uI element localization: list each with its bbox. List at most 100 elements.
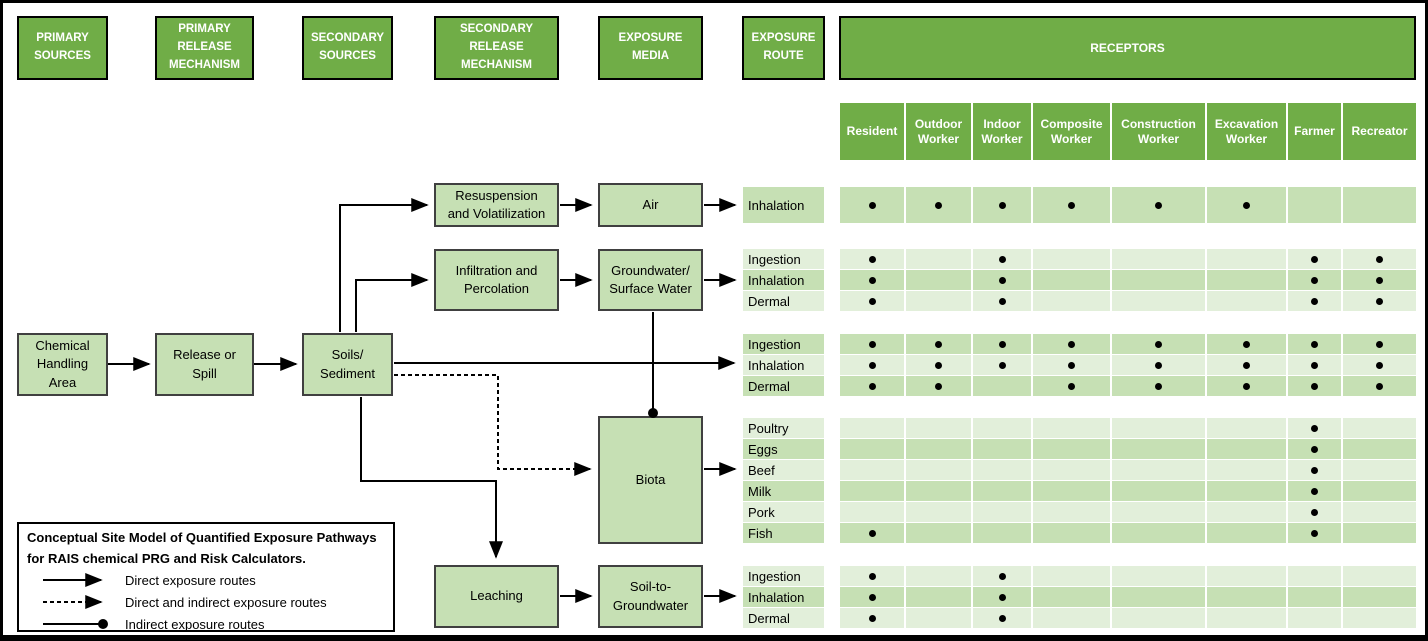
matrix-cell-inhalation-excavation-worker	[1207, 355, 1286, 375]
legend-item-direct-indirect: Direct and indirect exposure routes	[27, 591, 385, 613]
exposure-dot	[1068, 361, 1075, 369]
receptor-header-resident: Resident	[840, 103, 904, 160]
matrix-cell-dermal-composite-worker	[1033, 376, 1110, 396]
matrix-cell-ingestion-construction-worker	[1112, 566, 1205, 586]
matrix-cell-inhalation-outdoor-worker	[906, 587, 971, 607]
matrix-cell-ingestion-composite-worker	[1033, 249, 1110, 269]
exposure-dot	[1311, 340, 1318, 348]
legend-item-direct: Direct exposure routes	[27, 569, 385, 591]
exposure-dot	[1155, 201, 1162, 209]
matrix-cell-inhalation-composite-worker	[1033, 587, 1110, 607]
matrix-cell-pork-recreator	[1343, 502, 1416, 522]
matrix-cell-dermal-indoor-worker	[973, 291, 1031, 311]
receptor-header-construction-worker: Construction Worker	[1112, 103, 1205, 160]
exposure-dot	[1068, 382, 1075, 390]
flowbox-chemical-handling-area: Chemical Handling Area	[17, 333, 108, 396]
legend-box: Conceptual Site Model of Quantified Expo…	[17, 522, 395, 632]
matrix-cell-inhalation-outdoor-worker	[906, 355, 971, 375]
matrix-cell-beef-construction-worker	[1112, 460, 1205, 480]
matrix-cell-dermal-resident	[840, 608, 904, 628]
matrix-cell-dermal-composite-worker	[1033, 291, 1110, 311]
line-dot-icon	[43, 619, 108, 630]
exposure-dot	[998, 572, 1006, 580]
matrix-cell-ingestion-farmer	[1288, 566, 1341, 586]
flowbox-soils-sediment: Soils/ Sediment	[302, 333, 393, 396]
matrix-cell-dermal-construction-worker	[1112, 376, 1205, 396]
matrix-cell-eggs-recreator	[1343, 439, 1416, 459]
matrix-cell-ingestion-indoor-worker	[973, 334, 1031, 354]
exposure-dot	[998, 340, 1006, 348]
exposure-dot	[935, 340, 942, 348]
exposure-dot	[998, 361, 1006, 369]
exposure-dot	[1311, 276, 1318, 284]
matrix-cell-inhalation-resident	[840, 355, 904, 375]
matrix-cell-milk-composite-worker	[1033, 481, 1110, 501]
exposure-dot	[868, 614, 876, 622]
exposure-dot	[1311, 487, 1318, 495]
matrix-cell-dermal-recreator	[1343, 608, 1416, 628]
route-label-soil-to-groundwater-dermal: Dermal	[743, 608, 824, 628]
matrix-cell-dermal-composite-worker	[1033, 608, 1110, 628]
matrix-cell-fish-construction-worker	[1112, 523, 1205, 543]
exposure-dot	[935, 361, 942, 369]
exposure-dot	[868, 297, 876, 305]
matrix-cell-beef-farmer	[1288, 460, 1341, 480]
matrix-cell-dermal-resident	[840, 291, 904, 311]
exposure-dot	[1068, 340, 1075, 348]
matrix-cell-eggs-resident	[840, 439, 904, 459]
matrix-cell-inhalation-construction-worker	[1112, 355, 1205, 375]
matrix-cell-inhalation-composite-worker	[1033, 270, 1110, 290]
matrix-cell-inhalation-excavation-worker	[1207, 270, 1286, 290]
matrix-cell-eggs-excavation-worker	[1207, 439, 1286, 459]
exposure-dot	[1311, 361, 1318, 369]
route-label-soil-to-groundwater-inhalation: Inhalation	[743, 587, 824, 607]
matrix-cell-fish-resident	[840, 523, 904, 543]
exposure-dot	[1068, 201, 1075, 209]
matrix-cell-inhalation-farmer	[1288, 587, 1341, 607]
matrix-cell-pork-composite-worker	[1033, 502, 1110, 522]
matrix-cell-eggs-farmer	[1288, 439, 1341, 459]
matrix-cell-ingestion-outdoor-worker	[906, 566, 971, 586]
receptor-header-indoor-worker: Indoor Worker	[973, 103, 1031, 160]
dashed-arrow-icon	[43, 595, 103, 610]
matrix-cell-inhalation-resident	[840, 270, 904, 290]
matrix-cell-ingestion-composite-worker	[1033, 566, 1110, 586]
matrix-cell-ingestion-construction-worker	[1112, 249, 1205, 269]
matrix-cell-fish-outdoor-worker	[906, 523, 971, 543]
header-exposure-media: EXPOSURE MEDIA	[598, 16, 703, 80]
matrix-cell-ingestion-recreator	[1343, 249, 1416, 269]
exposure-dot	[868, 361, 876, 369]
matrix-cell-milk-recreator	[1343, 481, 1416, 501]
receptor-header-composite-worker: Composite Worker	[1033, 103, 1110, 160]
flowbox-resuspension-volatilization: Resuspension and Volatilization	[434, 183, 559, 227]
matrix-cell-ingestion-resident	[840, 566, 904, 586]
matrix-cell-fish-indoor-worker	[973, 523, 1031, 543]
matrix-cell-inhalation-farmer	[1288, 187, 1341, 223]
exposure-dot	[1243, 340, 1250, 348]
route-label-groundwater-surface-water-inhalation: Inhalation	[743, 270, 824, 290]
matrix-cell-inhalation-indoor-worker	[973, 587, 1031, 607]
exposure-dot	[1311, 297, 1318, 305]
exposure-dot	[998, 297, 1006, 305]
matrix-cell-inhalation-construction-worker	[1112, 587, 1205, 607]
route-label-biota-milk: Milk	[743, 481, 824, 501]
matrix-cell-dermal-excavation-worker	[1207, 608, 1286, 628]
exposure-dot	[1311, 466, 1318, 474]
route-label-soils-sediment-inhalation: Inhalation	[743, 355, 824, 375]
matrix-cell-poultry-construction-worker	[1112, 418, 1205, 438]
matrix-cell-poultry-excavation-worker	[1207, 418, 1286, 438]
matrix-cell-dermal-recreator	[1343, 376, 1416, 396]
matrix-cell-beef-composite-worker	[1033, 460, 1110, 480]
exposure-dot	[1311, 445, 1318, 453]
matrix-cell-inhalation-construction-worker	[1112, 187, 1205, 223]
matrix-cell-pork-indoor-worker	[973, 502, 1031, 522]
exposure-dot	[868, 340, 876, 348]
matrix-cell-inhalation-composite-worker	[1033, 187, 1110, 223]
matrix-cell-fish-farmer	[1288, 523, 1341, 543]
matrix-cell-eggs-composite-worker	[1033, 439, 1110, 459]
matrix-cell-inhalation-resident	[840, 187, 904, 223]
matrix-cell-dermal-construction-worker	[1112, 608, 1205, 628]
matrix-cell-milk-construction-worker	[1112, 481, 1205, 501]
route-label-soil-to-groundwater-ingestion: Ingestion	[743, 566, 824, 586]
